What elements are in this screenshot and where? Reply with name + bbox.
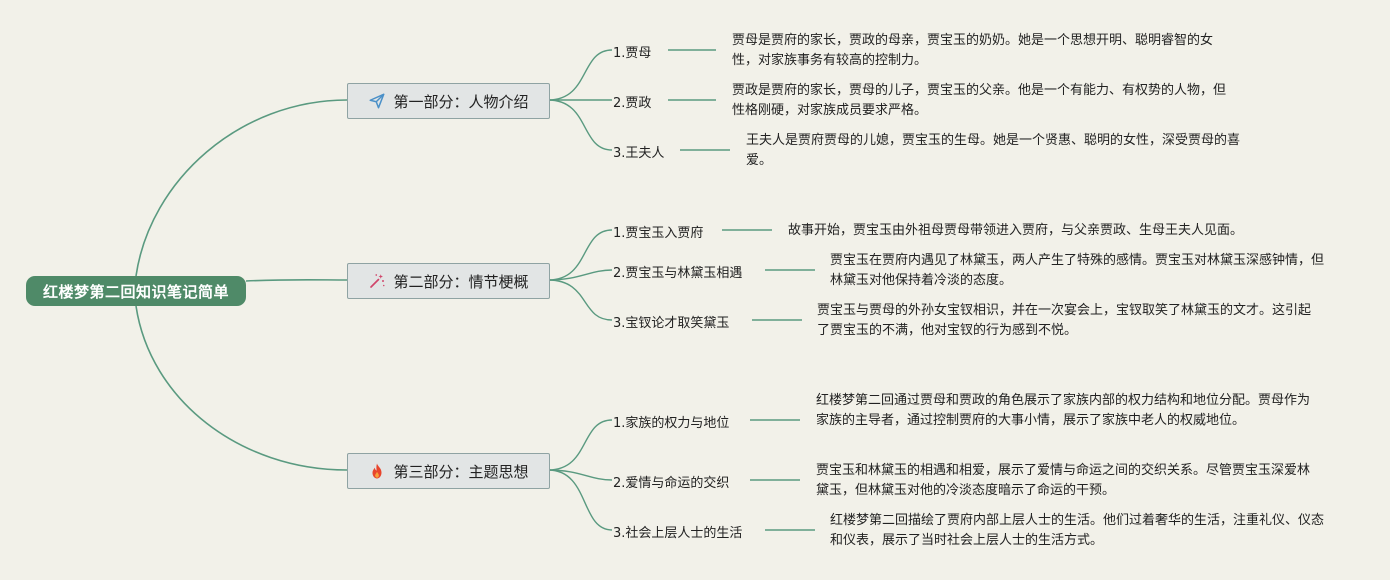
desc-meet-daiyu: 贾宝玉在贾府内遇见了林黛玉，两人产生了特殊的感情。贾宝玉对林黛玉深感钟情，但林黛…: [830, 253, 1325, 288]
magic-wand-icon: [370, 274, 385, 288]
topic-enter-mansion[interactable]: 1.贾宝玉入贾府: [613, 226, 704, 241]
topic-upper-class[interactable]: 3.社会上层人士的生活: [613, 526, 743, 541]
section-node-characters[interactable]: 第一部分：人物介绍: [347, 83, 550, 119]
branch-3-1: [547, 419, 613, 471]
paper-plane-icon: [369, 93, 385, 109]
branch-2-2: [547, 269, 613, 281]
desc-jiamu: 贾母是贾府的家长，贾政的母亲，贾宝玉的奶奶。她是一个思想开明、聪明睿智的女性，对…: [732, 33, 1214, 68]
section-title: 第二部分：情节梗概: [393, 272, 529, 291]
desc-power-status: 红楼梦第二回通过贾母和贾政的角色展示了家族内部的权力结构和地位分配。贾母作为家族…: [816, 393, 1311, 428]
branch-3-3: [547, 469, 613, 531]
topic-baochai-mocks[interactable]: 3.宝钗论才取笑黛玉: [613, 316, 730, 331]
topic-love-fate[interactable]: 2.爱情与命运的交织: [613, 476, 730, 491]
root-title: 红楼梦第二回知识笔记简单: [42, 282, 229, 301]
desc-enter-mansion: 故事开始，贾宝玉由外祖母贾母带领进入贾府，与父亲贾政、生母王夫人见面。: [788, 223, 1244, 238]
topic-meet-daiyu[interactable]: 2.贾宝玉与林黛玉相遇: [613, 266, 743, 281]
desc-love-fate: 贾宝玉和林黛玉的相遇和相爱，展示了爱情与命运之间的交织关系。尽管贾宝玉深爱林黛玉…: [816, 463, 1311, 498]
section-title: 第三部分：主题思想: [393, 462, 529, 481]
section-title: 第一部分：人物介绍: [393, 92, 529, 111]
topic-power-status[interactable]: 1.家族的权力与地位: [613, 416, 730, 431]
branch-1-1: [547, 49, 613, 101]
section-node-plot[interactable]: 第二部分：情节梗概: [347, 263, 550, 299]
topic-wangfuren[interactable]: 3.王夫人: [613, 146, 665, 161]
desc-upper-class: 红楼梦第二回描绘了贾府内部上层人士的生活。他们过着奢华的生活，注重礼仪、仪态和仪…: [830, 513, 1325, 548]
topic-jiazheng[interactable]: 2.贾政: [613, 96, 652, 111]
topic-jiamu[interactable]: 1.贾母: [613, 46, 652, 61]
desc-wangfuren: 王夫人是贾府贾母的儿媳，贾宝玉的生母。她是一个贤惠、聪明的女性，深受贾母的喜爱。: [746, 133, 1241, 168]
desc-jiazheng: 贾政是贾府的家长，贾母的儿子，贾宝玉的父亲。他是一个有能力、有权势的人物，但性格…: [732, 83, 1227, 118]
desc-baochai-mocks: 贾宝玉与贾母的外孙女宝钗相识，并在一次宴会上，宝钗取笑了林黛玉的文才。这引起了贾…: [817, 303, 1312, 338]
root-node[interactable]: 红楼梦第二回知识笔记简单: [26, 276, 246, 306]
root-connector-1: [135, 99, 348, 277]
branch-2-1: [547, 229, 613, 281]
root-connector-2: [245, 278, 348, 282]
root-connector-3: [135, 305, 348, 471]
section-node-themes[interactable]: 第三部分：主题思想: [347, 453, 550, 489]
fire-icon: [372, 463, 382, 479]
branch-2-3: [547, 279, 613, 321]
branch-1-3: [547, 99, 613, 151]
